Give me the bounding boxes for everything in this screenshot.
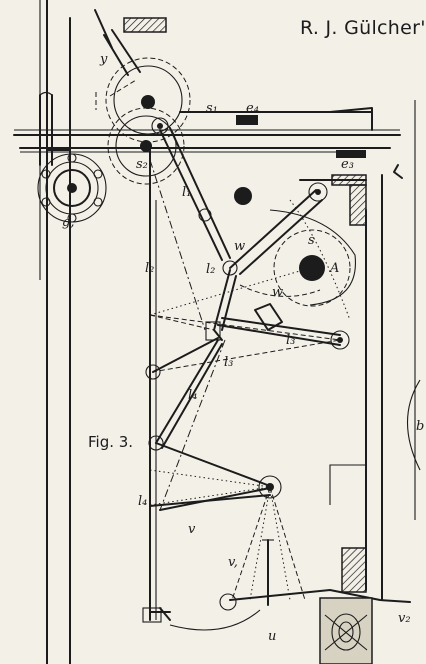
label-v2: v₂ — [398, 611, 411, 626]
label-e3: e₃ — [341, 157, 354, 172]
frame-bracket-upper — [331, 174, 367, 186]
header-title: R. J. Gülcher's — [300, 17, 426, 39]
label-l2-right: l₂ — [206, 262, 215, 277]
label-s: s — [308, 233, 315, 248]
label-s1: s₁ — [206, 101, 218, 116]
frame-bracket-post — [349, 184, 367, 226]
upper-support — [123, 17, 167, 33]
machine-frame — [39, 0, 421, 664]
label-v1: v, — [228, 555, 238, 570]
label-s2: s₂ — [136, 157, 148, 172]
label-u: u — [268, 629, 276, 644]
clamp-e4 — [236, 115, 258, 125]
gear-g1 — [37, 153, 107, 223]
wood-block — [319, 597, 373, 664]
label-g1: g, — [62, 215, 74, 230]
label-l1: l₁ — [182, 185, 191, 200]
figure-caption: Fig. 3. — [88, 433, 133, 451]
label-w-lower: w — [272, 285, 283, 300]
frame-bracket-lower — [341, 547, 367, 593]
label-l4-upper: l₄ — [188, 388, 197, 403]
label-b: b — [416, 419, 424, 434]
construction-lines — [95, 79, 351, 601]
cam-w — [234, 187, 356, 307]
linkage-rods — [142, 127, 411, 631]
label-A: A — [329, 261, 339, 276]
slide-bars — [13, 91, 401, 166]
label-l4-lower: l₄ — [138, 494, 147, 509]
spindle-y — [94, 9, 191, 143]
label-v: v — [188, 522, 196, 537]
label-y: y — [99, 52, 108, 67]
clamp-e3 — [336, 150, 366, 158]
label-l2-left: l₂ — [145, 261, 154, 276]
label-w-upper: w — [234, 239, 245, 254]
label-l3-right: l₃ — [286, 333, 295, 348]
label-l3-left: l₃ — [224, 355, 233, 370]
wheel-b-arc — [406, 379, 421, 471]
label-e4: e₄ — [246, 101, 259, 116]
wheel-s2 — [107, 107, 185, 185]
